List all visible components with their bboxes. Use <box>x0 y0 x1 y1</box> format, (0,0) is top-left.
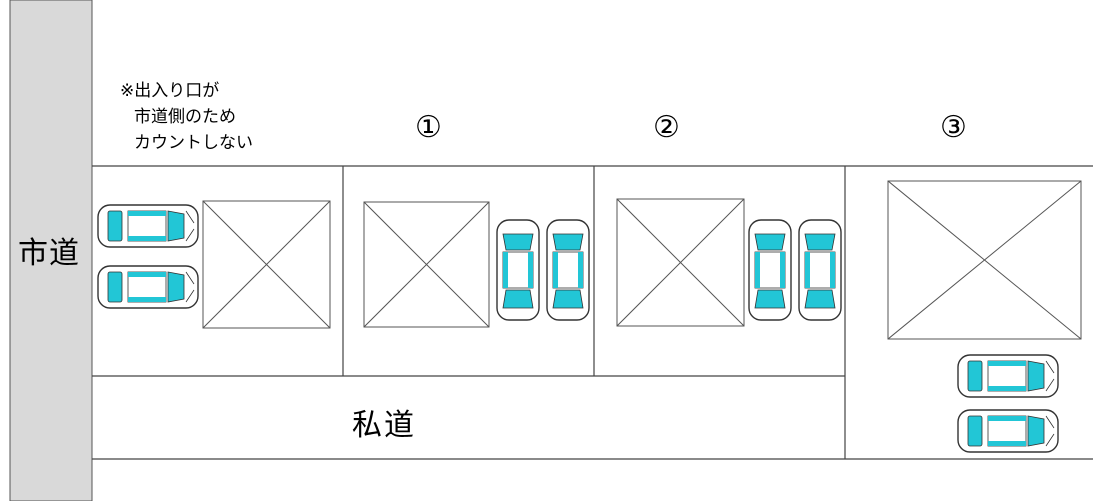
car <box>546 219 590 321</box>
note-line-2: 市道側のため <box>134 107 236 127</box>
building-lot-3 <box>887 180 1082 340</box>
car <box>97 204 199 248</box>
building-lot-1 <box>363 201 490 328</box>
car <box>957 354 1059 398</box>
note-line-1: ※出入り口が <box>120 81 220 101</box>
car <box>748 219 792 321</box>
car <box>496 219 540 321</box>
private-road-label: 私道 <box>352 408 416 443</box>
building-lot-2 <box>616 198 745 327</box>
car <box>97 265 199 309</box>
lot-1-label: ① <box>415 110 442 145</box>
car <box>957 409 1059 453</box>
note-text: ※出入り口が 市道側のため カウントしない <box>120 78 253 156</box>
lot-3-label: ③ <box>940 110 967 145</box>
city-road-label: 市道 <box>18 236 80 271</box>
city-road <box>9 0 93 501</box>
lot-2-label: ② <box>653 110 680 145</box>
building-note-lot <box>202 200 331 329</box>
note-line-3: カウントしない <box>134 133 253 153</box>
car <box>798 219 842 321</box>
